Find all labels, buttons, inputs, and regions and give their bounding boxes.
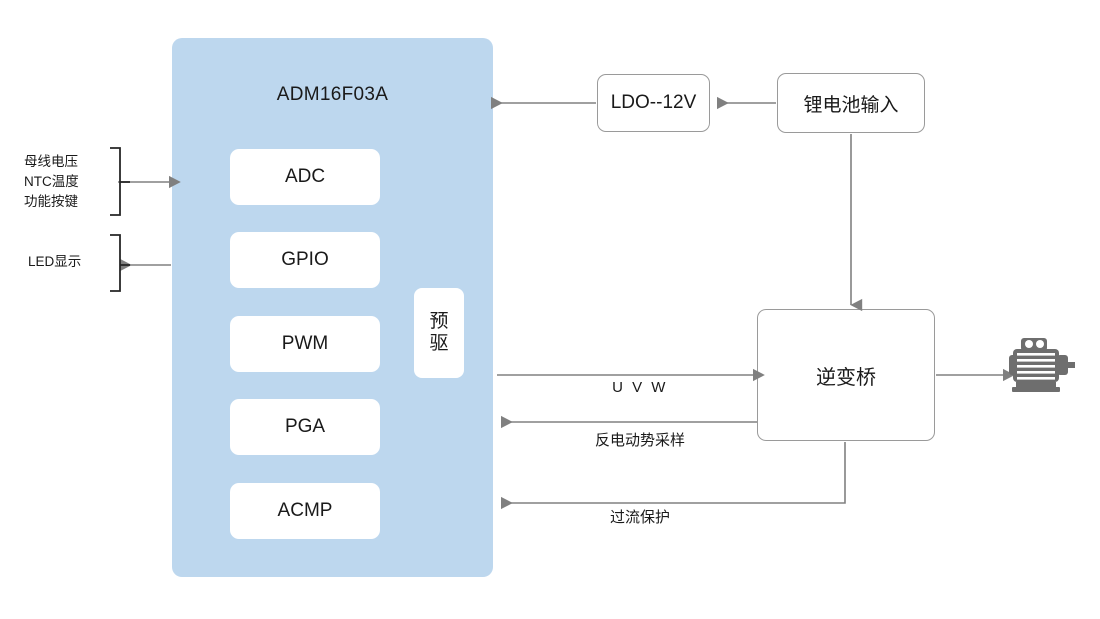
block-gpio[interactable]: GPIO xyxy=(230,232,380,288)
label-ntc-temp: NTC温度 xyxy=(24,174,79,189)
block-ldo-12v[interactable]: LDO--12V xyxy=(597,74,710,132)
label-analog-inputs: 母线电压 NTC温度 功能按键 xyxy=(24,152,110,212)
label-led-display: LED显示 xyxy=(28,254,82,269)
wire-overcurrent xyxy=(500,442,846,510)
label-function-keys: 功能按键 xyxy=(24,194,78,209)
block-predriver[interactable]: 预 驱 xyxy=(414,288,464,378)
block-pwm[interactable]: PWM xyxy=(230,316,380,372)
mcu-title: ADM16F03A xyxy=(276,84,389,105)
block-acmp[interactable]: ACMP xyxy=(230,483,380,539)
label-bemf: 反电动势采样 xyxy=(594,432,685,449)
predriver-line-1: 预 xyxy=(429,311,449,333)
block-battery-input[interactable]: 锂电池输入 xyxy=(777,73,925,133)
block-pga[interactable]: PGA xyxy=(230,399,380,455)
label-bus-voltage: 母线电压 xyxy=(24,154,78,169)
label-overcurrent: 过流保护 xyxy=(609,509,670,526)
bracket-led xyxy=(110,234,121,292)
motor-icon xyxy=(1009,338,1075,392)
block-adc[interactable]: ADC xyxy=(230,149,380,205)
predriver-line-2: 驱 xyxy=(429,333,449,354)
label-uvw: U V W xyxy=(612,379,668,396)
